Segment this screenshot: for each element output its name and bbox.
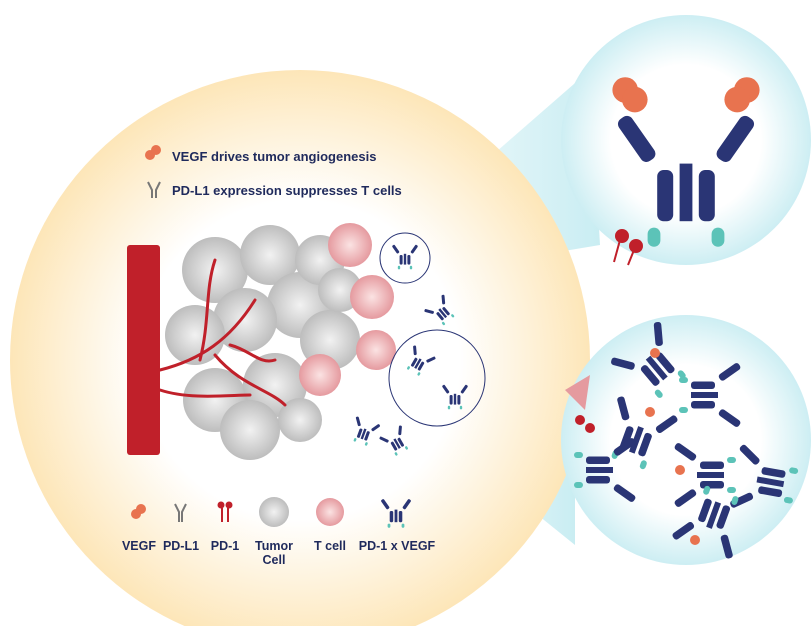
zoom-circle-cluster (561, 315, 811, 565)
pd-l1-icon (174, 503, 187, 522)
vegf-icon (145, 145, 161, 160)
blood-vessel (127, 245, 287, 455)
pd-1-receptor (613, 229, 643, 266)
legend-label-t-cell: T cell (314, 539, 346, 553)
t-cell-icon (316, 498, 344, 526)
tumor-cell-icon (259, 497, 289, 527)
legend-icons (131, 497, 412, 528)
zoom-circle-antibody (561, 15, 811, 265)
tumor-microenvironment-circle (10, 70, 590, 626)
legend-label-vegf: VEGF (121, 539, 157, 553)
t-cells (299, 223, 396, 396)
magnifier-ring-top (379, 232, 431, 284)
legend-label-pd-l1: PD-L1 (162, 539, 200, 553)
pd-l1-icon (147, 181, 161, 198)
magnifier-ring-bottom (388, 329, 486, 427)
legend-label-tumor-cell: Tumor Cell (255, 539, 293, 567)
pd-l1-annotation: PD-L1 expression suppresses T cells (172, 183, 402, 198)
vegf-icon (131, 504, 146, 519)
bispecific-antibody-large (612, 77, 760, 247)
vegf-annotation: VEGF drives tumor angiogenesis (172, 149, 377, 164)
antibody-network (565, 318, 802, 562)
legend-label-pd-1-x-vegf: PD-1 x VEGF (358, 539, 436, 553)
legend-label-pd-1: PD-1 (210, 539, 240, 553)
pd-1-icon (217, 501, 233, 522)
